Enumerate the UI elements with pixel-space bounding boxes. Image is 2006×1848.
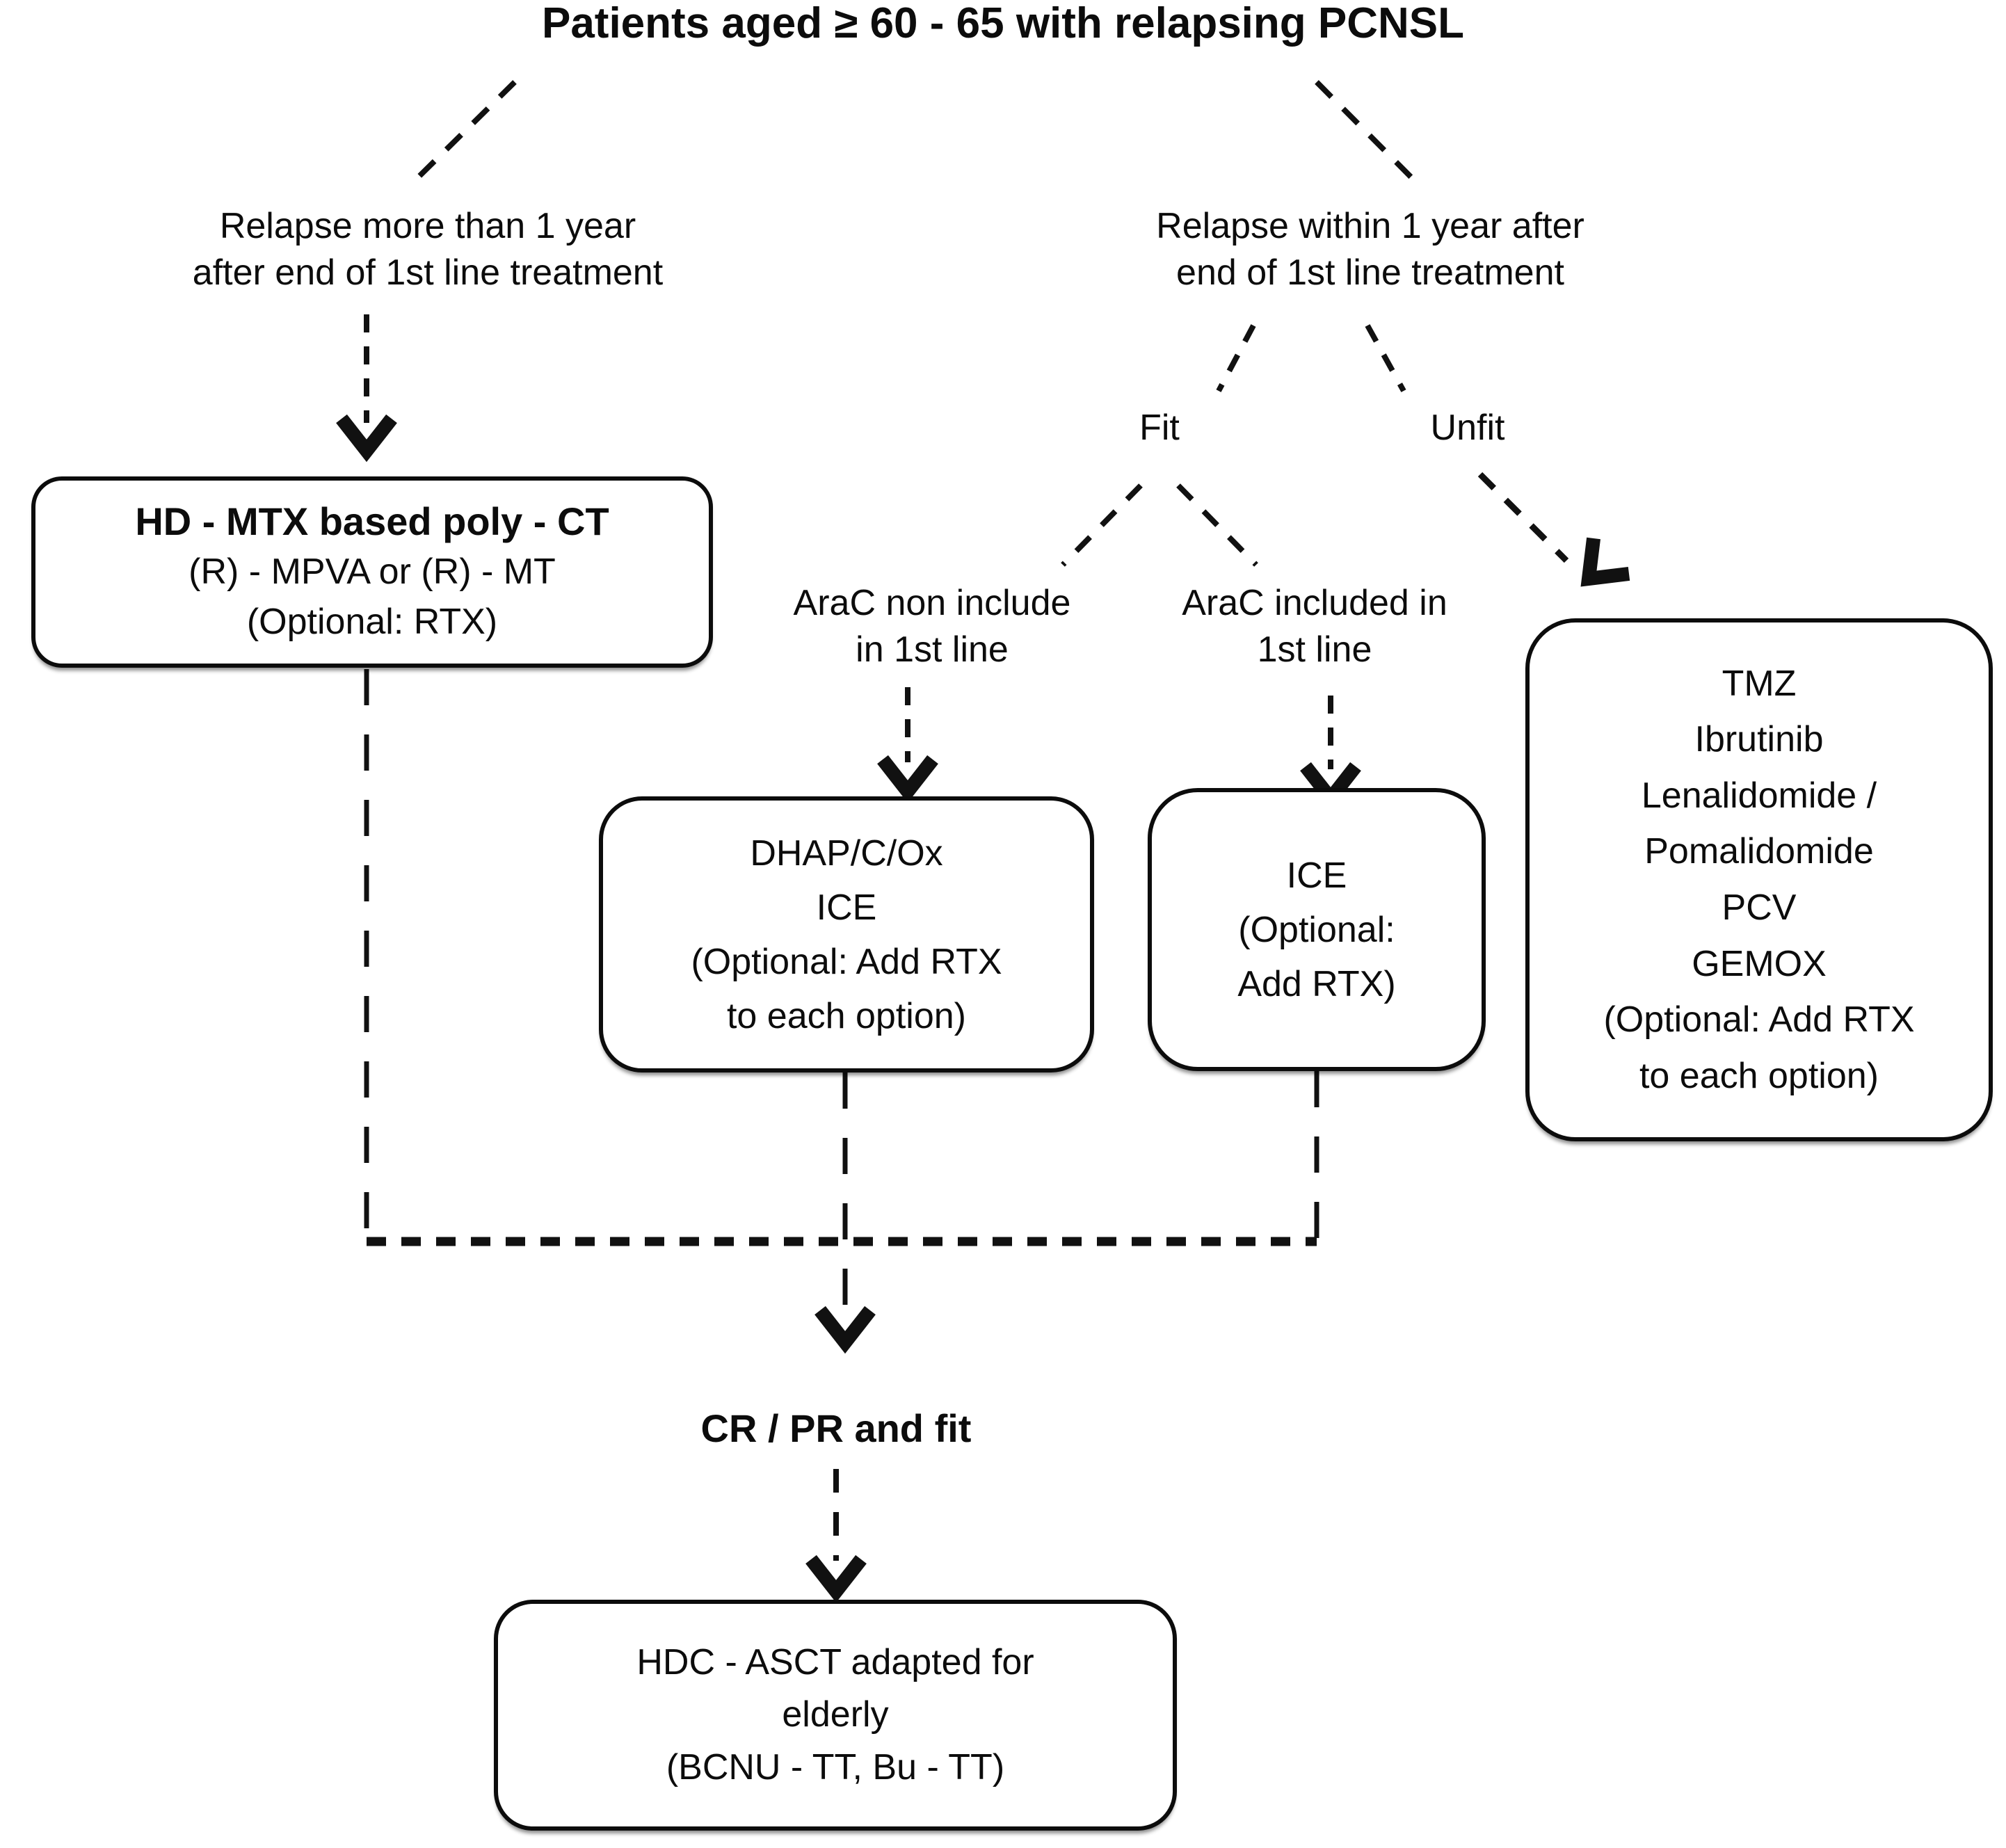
consolidation-box: HDC - ASCT adapted for elderly (BCNU - T… bbox=[494, 1600, 1177, 1831]
dhap-ice-box: DHAP/C/Ox ICE (Optional: Add RTX to each… bbox=[599, 796, 1094, 1072]
label-unfit: Unfit bbox=[1430, 408, 1505, 448]
dhap-ice-box-body: DHAP/C/Ox ICE (Optional: Add RTX to each… bbox=[691, 833, 1002, 1036]
arrowhead-hdmtx bbox=[336, 414, 397, 463]
label-relapse-late: Relapse more than 1 year after end of 1s… bbox=[192, 206, 664, 293]
label-relapse-early: Relapse within 1 year after end of 1st l… bbox=[1156, 206, 1584, 293]
connector-early-to-unfit bbox=[1365, 324, 1406, 392]
arrowhead-crpr bbox=[815, 1305, 876, 1354]
unfit-options-box: TMZ Ibrutinib Lenalidomide / Pomalidomid… bbox=[1525, 618, 1993, 1141]
connector-unfit-to-options bbox=[1477, 472, 1569, 563]
label-fit: Fit bbox=[1139, 408, 1180, 448]
arrowhead-dhap bbox=[877, 755, 938, 803]
consolidation-box-body: HDC - ASCT adapted for elderly (BCNU - T… bbox=[636, 1641, 1034, 1787]
ice-box: ICE (Optional: Add RTX) bbox=[1148, 788, 1486, 1071]
label-arac-included: AraC included in 1st line bbox=[1182, 583, 1447, 670]
arrowhead-unfit-options bbox=[1580, 537, 1630, 587]
connector-fit-to-arac-non-included bbox=[1061, 483, 1143, 567]
hd-mtx-box-heading: HD - MTX based poly - CT bbox=[135, 499, 609, 544]
connector-title-to-late-relapse bbox=[414, 80, 517, 182]
diagram-title: Patients aged ≥ 60 - 65 with relapsing P… bbox=[541, 0, 1465, 47]
label-cr-pr-fit: CR / PR and fit bbox=[700, 1406, 972, 1450]
label-arac-non-included: AraC non include in 1st line bbox=[793, 583, 1071, 670]
hd-mtx-box-body: (R) - MPVA or (R) - MT (Optional: RTX) bbox=[188, 552, 556, 642]
arrowhead-consolidation bbox=[805, 1554, 867, 1603]
connector-title-to-early-relapse bbox=[1315, 80, 1415, 182]
connector-fit-to-arac-included bbox=[1176, 483, 1258, 567]
unfit-options-box-body: TMZ Ibrutinib Lenalidomide / Pomalidomid… bbox=[1603, 663, 1915, 1096]
ice-box-body: ICE (Optional: Add RTX) bbox=[1237, 855, 1396, 1004]
hd-mtx-box: HD - MTX based poly - CT (R) - MPVA or (… bbox=[31, 476, 713, 668]
connector-early-to-fit bbox=[1216, 324, 1256, 392]
